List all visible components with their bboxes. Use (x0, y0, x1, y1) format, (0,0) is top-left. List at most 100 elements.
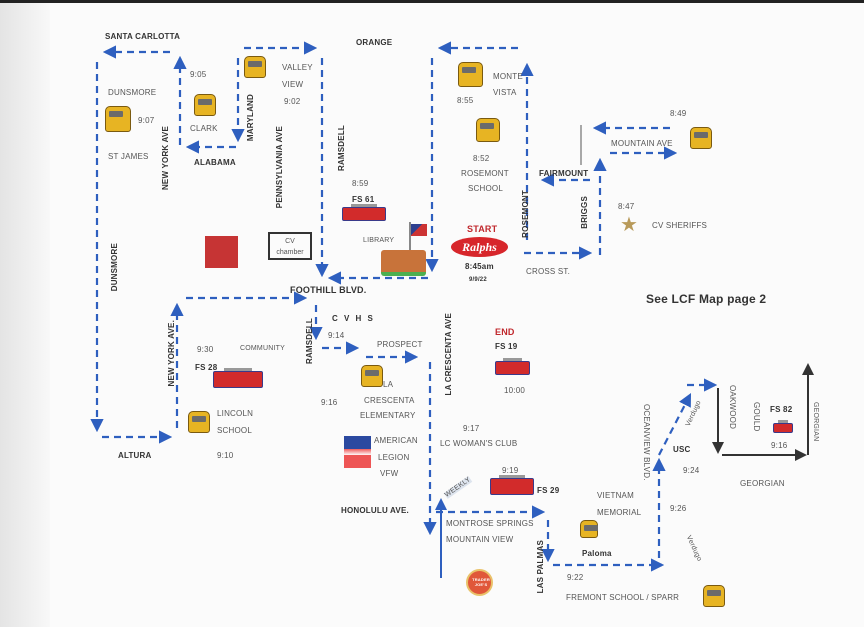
stop-community: COMMUNITY (240, 345, 285, 352)
time-label: 9:02 (284, 97, 301, 106)
school-bus-icon (188, 411, 210, 433)
stop-clark: CLARK (190, 124, 218, 133)
stop-vfw: VFW (380, 469, 399, 478)
fire-truck-icon (342, 204, 386, 221)
stop-library: LIBRARY (363, 237, 395, 244)
stop-legion: LEGION (378, 453, 410, 462)
american-legion-flag-icon (344, 436, 371, 468)
stop-crescenta: CRESCENTA (364, 396, 415, 405)
red-logo-icon (205, 236, 238, 268)
time-label: 8:49 (670, 109, 687, 118)
time-label: 9:26 (670, 504, 687, 513)
stop-cv-sheriffs: CV SHERIFFS (652, 221, 708, 230)
school-bus-icon (458, 62, 483, 87)
stop-monte: MONTE (493, 72, 523, 81)
time-label: 9:16 (321, 398, 338, 407)
start-time: 8:45am (465, 262, 494, 271)
stop-fremont-school: FREMONT SCHOOL / SPARR (566, 593, 680, 602)
stop-la: LA (383, 380, 394, 389)
station-fs61: FS 61 (352, 195, 375, 204)
street-orange: ORANGE (356, 38, 393, 47)
time-label: 9:24 (683, 466, 700, 475)
street-ramsdell-south: RAMSDELL (305, 318, 314, 365)
time-label: 8:47 (618, 202, 635, 211)
street-prospect: PROSPECT (377, 340, 423, 349)
street-gould: GOULD (752, 402, 761, 432)
school-bus-icon (244, 56, 266, 78)
stop-vista: VISTA (493, 88, 517, 97)
fire-truck-icon (773, 420, 793, 433)
stop-usc: USC (673, 445, 691, 454)
start-label: START (467, 224, 498, 234)
station-fs19: FS 19 (495, 342, 518, 351)
street-georgian: GEORGIAN (740, 479, 785, 488)
time-label: 9:07 (138, 116, 155, 125)
trader-joes-logo (466, 569, 493, 596)
time-label: 9:30 (197, 345, 214, 354)
street-fairmount: FAIRMOUNT (539, 169, 589, 178)
street-la-crescenta-ave: LA CRESCENTA AVE (444, 313, 453, 396)
stop-paloma: Paloma (582, 549, 612, 558)
stop-valley: VALLEY (282, 63, 313, 72)
scan-edge (0, 0, 50, 627)
school-bus-icon (690, 127, 712, 149)
street-oakwood: OAKWOOD (728, 385, 737, 430)
street-altura: ALTURA (118, 451, 152, 460)
scan-edge-top (0, 0, 864, 3)
street-georgian-vertical: GEORGIAN (812, 402, 819, 442)
fire-truck-icon (213, 368, 263, 388)
street-rosemont: ROSEMONT (521, 190, 530, 238)
end-time: 10:00 (504, 386, 526, 395)
time-label: 9:14 (328, 331, 345, 340)
library-building-icon (381, 250, 426, 276)
time-label: 9:17 (463, 424, 480, 433)
time-label: 8:52 (473, 154, 490, 163)
stop-memorial: MEMORIAL (597, 508, 642, 517)
station-fs82: FS 82 (770, 405, 793, 414)
stop-rosemont-school: ROSEMONT (461, 169, 509, 178)
street-las-palmas: LAS PALMAS (536, 540, 545, 594)
street-oceanview-blvd: OCEANVIEW BLVD. (642, 404, 651, 481)
school-bus-icon (105, 106, 131, 132)
stop-american: AMERICAN (374, 436, 418, 445)
station-fs28: FS 28 (195, 363, 218, 372)
street-briggs: BRIGGS (580, 196, 589, 229)
school-bus-icon (476, 118, 500, 142)
time-label: 9:05 (190, 70, 207, 79)
flagpole-icon (409, 222, 411, 250)
street-santa-carlotta: SANTA CARLOTTA (105, 32, 181, 41)
map-note: See LCF Map page 2 (646, 292, 767, 306)
time-label: 9:19 (502, 466, 519, 475)
stop-st-james: ST JAMES (108, 152, 149, 161)
stop-mountain-view: MOUNTAIN VIEW (446, 535, 514, 544)
stop-elementary: ELEMENTARY (360, 411, 416, 420)
street-mountain-ave: MOUNTAIN AVE (611, 139, 673, 148)
time-label: 9:16 (771, 441, 788, 450)
street-cross-st: CROSS ST. (526, 267, 571, 276)
cv-text: CV (285, 238, 295, 245)
sheriff-badge-icon: ★ (620, 214, 638, 236)
stop-view: VIEW (282, 80, 304, 89)
street-honolulu-ave: HONOLULU AVE. (341, 506, 409, 515)
flag-icon (411, 224, 427, 236)
street-pennsylvania-ave: PENNSYLVANIA AVE (275, 126, 284, 209)
stop-cvhs: C V H S (332, 314, 375, 323)
trader-joes-text: TRADER JOE'S (472, 577, 490, 587)
school-bus-icon (580, 520, 598, 538)
start-date: 9/9/22 (469, 277, 487, 283)
stop-lincoln: LINCOLN (217, 409, 254, 418)
ralphs-logo: Ralphs (451, 237, 508, 257)
school-bus-icon (361, 365, 383, 387)
street-ramsdell: RAMSDELL (337, 125, 346, 172)
street-new-york-ave: NEW YORK AVE (161, 126, 170, 191)
stop-dunsmore: DUNSMORE (108, 88, 157, 97)
street-dunsmore: DUNSMORE (110, 243, 119, 292)
fire-truck-icon (490, 475, 534, 495)
stop-school: SCHOOL (217, 426, 252, 435)
street-foothill-blvd: FOOTHILL BLVD. (290, 285, 367, 295)
time-label: 8:55 (457, 96, 474, 105)
time-label: 9:10 (217, 451, 234, 460)
